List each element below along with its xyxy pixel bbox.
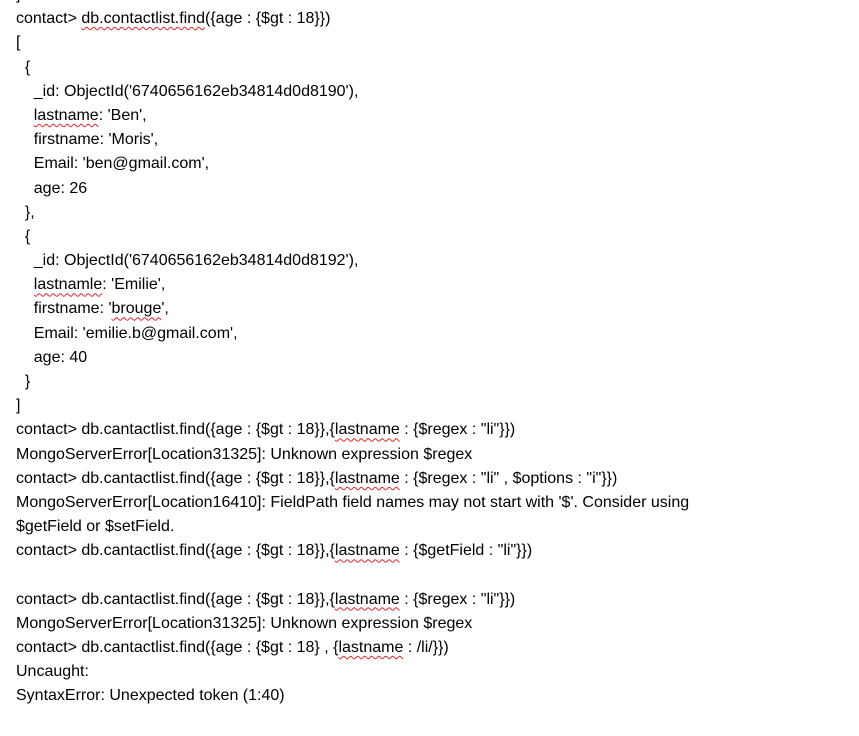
text-segment: firstname: 'Moris', (16, 131, 159, 149)
text-line: MongoServerError[Location31325]: Unknown… (16, 443, 846, 467)
text-segment: ', (161, 300, 169, 318)
text-line: $getField or $setField. (16, 515, 846, 539)
document-body: ] contact> db.contactlist.find({age : {$g… (16, 0, 846, 709)
text-segment: firstname: ' (16, 300, 112, 318)
text-segment: contact> db.cantactlist.find({age : {$gt… (16, 639, 339, 657)
text-segment: MongoServerError[Location31325]: Unknown… (16, 445, 473, 463)
spellcheck-word: lastname (33, 106, 99, 124)
text-line: }, (16, 201, 846, 225)
text-segment: : 'Emilie', (102, 276, 166, 294)
text-segment: : {$regex : "li"}}) (399, 421, 516, 439)
text-line: _id: ObjectId('6740656162eb34814d0d8192'… (16, 249, 846, 273)
text-line: contact> db.cantactlist.find({age : {$gt… (16, 539, 846, 563)
text-line: age: 40 (16, 346, 846, 370)
text-line: [ (16, 31, 846, 55)
text-segment: _id: ObjectId('6740656162eb34814d0d8192'… (16, 252, 359, 270)
text-segment: Email: 'ben@gmail.com', (16, 155, 210, 173)
spellcheck-word: lastname (334, 469, 400, 487)
text-segment: contact> db.cantactlist.find({age : {$gt… (16, 542, 335, 560)
text-line: Email: 'ben@gmail.com', (16, 152, 846, 176)
text-segment: contact> db.cantactlist.find({age : {$gt… (16, 421, 335, 439)
text-line: ] (16, 0, 846, 7)
text-segment: }, (16, 203, 35, 221)
text-line: lastnamle: 'Emilie', (16, 273, 846, 297)
spellcheck-word: lastname (334, 542, 400, 560)
text-segment: : 'Ben', (98, 106, 147, 124)
text-line: { (16, 225, 846, 249)
spellcheck-word: lastname (334, 421, 400, 439)
text-segment: Uncaught: (16, 663, 89, 681)
text-segment: { (16, 227, 31, 245)
text-segment: ] (16, 397, 21, 415)
text-segment (16, 107, 34, 124)
spellcheck-word: lastnamle (33, 276, 103, 294)
text-line: MongoServerError[Location31325]: Unknown… (16, 612, 846, 636)
text-line: contact> db.cantactlist.find({age : {$gt… (16, 467, 846, 491)
spellcheck-word: lastname (338, 639, 404, 657)
text-line: lastname: 'Ben', (16, 104, 846, 128)
text-line: Email: 'emilie.b@gmail.com', (16, 322, 846, 346)
text-segment: _id: ObjectId('6740656162eb34814d0d8190'… (16, 82, 359, 100)
text-line: _id: ObjectId('6740656162eb34814d0d8190'… (16, 80, 846, 104)
text-segment: MongoServerError[Location16410]: FieldPa… (16, 493, 690, 511)
text-segment: Email: 'emilie.b@gmail.com', (16, 324, 238, 342)
text-segment: ({age : {$gt : 18}}) (205, 10, 331, 28)
spellcheck-word: brouge (111, 300, 162, 318)
text-segment: contact> db.cantactlist.find({age : {$gt… (16, 590, 335, 608)
text-segment: ] (16, 0, 20, 3)
text-line (16, 564, 846, 588)
text-line: firstname: 'Moris', (16, 128, 846, 152)
text-segment: } (16, 373, 31, 390)
text-line: contact> db.cantactlist.find({age : {$gt… (16, 418, 846, 442)
spellcheck-word: lastname (334, 590, 400, 608)
text-line: SyntaxError: Unexpected token (1:40) (16, 684, 846, 708)
text-segment: SyntaxError: Unexpected token (1:40) (16, 687, 285, 705)
text-segment: : /li/}}) (403, 639, 449, 657)
text-segment: [ (16, 34, 21, 52)
text-segment: contact> (16, 10, 82, 28)
text-line: contact> db.cantactlist.find({age : {$gt… (16, 588, 846, 612)
text-line: firstname: 'brouge', (16, 297, 846, 321)
text-segment (16, 276, 34, 293)
text-segment: MongoServerError[Location31325]: Unknown… (16, 614, 473, 632)
text-line: contact> db.cantactlist.find({age : {$gt… (16, 636, 846, 660)
text-segment: contact> db.cantactlist.find({age : {$gt… (16, 469, 335, 487)
text-segment: $getField or $setField. (16, 518, 175, 536)
text-line: contact> db.contactlist.find({age : {$gt… (16, 7, 846, 31)
text-segment: { (16, 58, 31, 76)
text-segment: : {$getField : "li"}}) (399, 542, 533, 560)
text-segment: age: 40 (16, 348, 88, 366)
text-line: MongoServerError[Location16410]: FieldPa… (16, 491, 846, 515)
text-line: { (16, 56, 846, 80)
text-line: Uncaught: (16, 660, 846, 684)
text-segment: : {$regex : "li" , $options : "i"}}) (399, 469, 618, 487)
text-segment: age: 26 (16, 179, 88, 197)
text-line: ] (16, 394, 846, 418)
spellcheck-word: db.contactlist.find (81, 10, 205, 28)
text-line: } (16, 370, 846, 394)
text-segment: : {$regex : "li"}}) (399, 590, 516, 608)
text-line: age: 26 (16, 177, 846, 201)
